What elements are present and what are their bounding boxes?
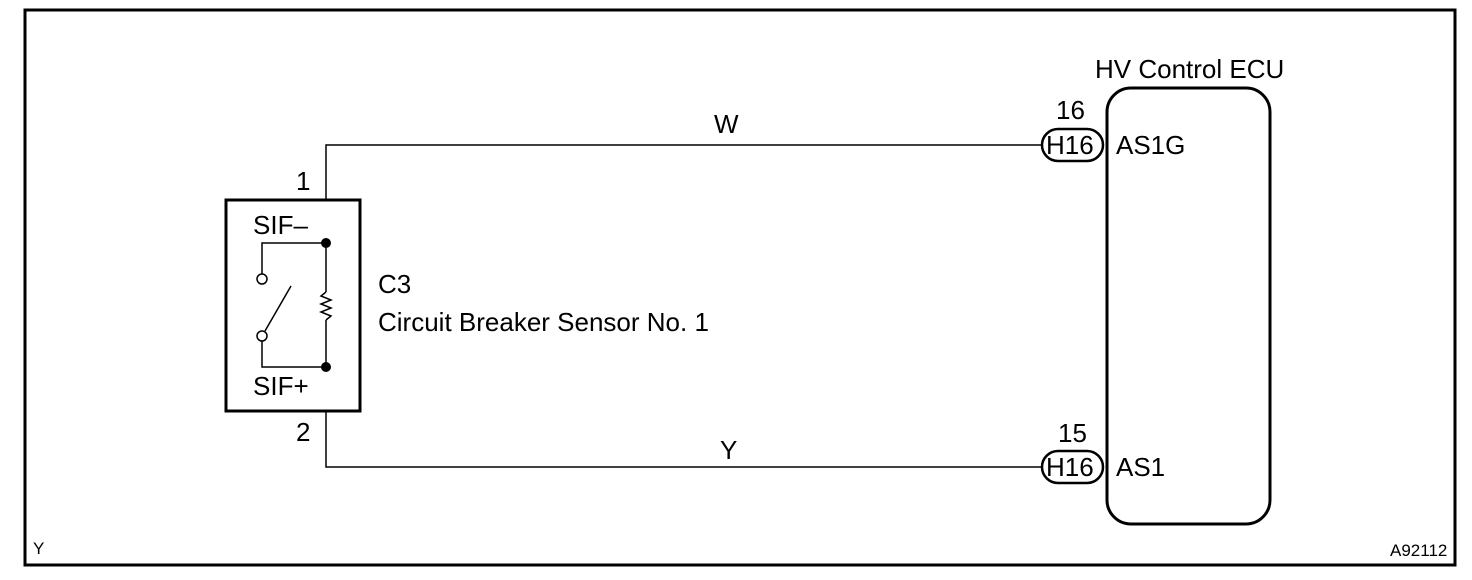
- pin-15-number: 15: [1058, 418, 1087, 448]
- sensor-pin-2: 2: [296, 417, 310, 447]
- sensor-pin-1: 1: [296, 166, 310, 196]
- connector-bottom-pill: [1040, 449, 1105, 485]
- pin-as1-label: AS1: [1116, 452, 1165, 482]
- wire-top-color: W: [714, 109, 739, 139]
- sensor-code: C3: [378, 269, 411, 299]
- terminal-sif-minus-label: SIF–: [253, 210, 308, 240]
- pin-16-number: 16: [1056, 95, 1085, 125]
- wire-top: [325, 144, 1042, 200]
- diagram-frame: [23, 8, 1457, 567]
- sensor-box: [224, 198, 362, 413]
- connector-top-id: H16: [1046, 130, 1094, 160]
- connector-h16-bottom: H16 15 AS1: [1040, 418, 1165, 485]
- hv-control-ecu: HV Control ECU: [1095, 54, 1284, 526]
- figure-id: A92112: [1390, 541, 1447, 560]
- wire-bottom-color: Y: [720, 435, 737, 465]
- ecu-box: [1105, 86, 1272, 526]
- pin-as1g-label: AS1G: [1116, 130, 1185, 160]
- switch-lower-contact-icon: [256, 330, 268, 342]
- wire-bottom: [325, 411, 1042, 468]
- switch-upper-contact-icon: [256, 273, 268, 285]
- switch-blade-icon: [264, 285, 292, 332]
- connector-h16-top: H16 16 AS1G: [1040, 95, 1185, 163]
- circuit-breaker-sensor: 1 2 SIF– SIF+ C3 Circuit Breaker Sensor …: [224, 166, 709, 447]
- footer-left-code: Y: [33, 539, 44, 558]
- switch-lower-lead: [261, 341, 326, 368]
- terminal-sif-plus-label: SIF+: [253, 371, 309, 401]
- ecu-title: HV Control ECU: [1095, 54, 1284, 84]
- resistor-icon: [318, 291, 334, 321]
- switch-upper-lead: [261, 242, 326, 274]
- connector-top-pill: [1040, 127, 1105, 163]
- connector-bottom-id: H16: [1046, 452, 1094, 482]
- sensor-name: Circuit Breaker Sensor No. 1: [378, 307, 709, 337]
